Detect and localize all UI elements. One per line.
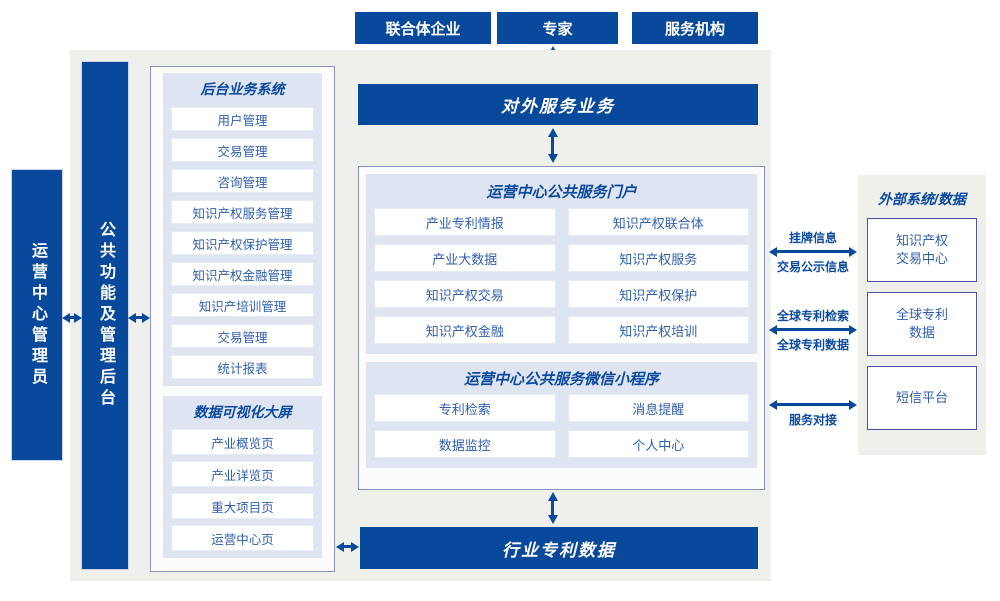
arrow-service-connection-icon — [769, 399, 857, 410]
global-patent-data-label: 全球专利数据 — [776, 338, 849, 352]
dataviz-item: 产业详览页 — [171, 461, 314, 487]
miniprogram-item: 专利检索 — [374, 394, 556, 422]
arrow-panel-patent-data-icon — [336, 541, 359, 552]
dataviz-item: 重大项目页 — [171, 493, 314, 519]
data-visualization-title: 数据可视化大屏 — [193, 404, 292, 420]
backend-item: 知识产权服务管理 — [171, 200, 314, 224]
miniprogram-title: 运营中心公共服务微信小程序 — [463, 371, 659, 388]
miniprogram-item: 数据监控 — [374, 430, 556, 458]
miniprogram-item: 消息提醒 — [567, 394, 749, 422]
global-patent-search-label: 全球专利检索 — [776, 309, 849, 323]
miniprogram-section: 运营中心公共服务微信小程序 专利检索 消息提醒 数据监控 个人中心 — [366, 362, 757, 468]
backend-item: 交易管理 — [171, 324, 314, 348]
service-connection-label: 服务对接 — [788, 413, 837, 427]
backend-item: 咨询管理 — [171, 169, 314, 193]
portal-item: 知识产权交易 — [374, 280, 556, 308]
backend-system-section: 后台业务系统 用户管理 交易管理 咨询管理 知识产权服务管理 知识产权保护管理 … — [163, 73, 322, 386]
arrow-portal-to-patent-data-icon — [547, 492, 558, 524]
portal-section: 运营中心公共服务门户 产业专利情报 知识产权联合体 产业大数据 知识产权服务 知… — [366, 174, 757, 354]
backend-item: 用户管理 — [171, 107, 314, 131]
node-service-agency: 服务机构 — [632, 12, 758, 44]
operations-admin-bar: 运营中心管理员 — [12, 170, 62, 460]
arrow-listing-info-icon — [769, 246, 857, 257]
miniprogram-items-grid: 专利检索 消息提醒 数据监控 个人中心 — [374, 394, 749, 458]
portal-item: 知识产权联合体 — [567, 208, 749, 236]
portal-item: 知识产权培训 — [567, 316, 749, 344]
dataviz-item: 产业概览页 — [171, 429, 314, 455]
backend-item: 统计报表 — [171, 355, 314, 379]
arrow-global-patent-icon — [769, 324, 857, 335]
portal-item: 产业专利情报 — [374, 208, 556, 236]
data-visualization-section: 数据可视化大屏 产业概览页 产业详览页 重大项目页 运营中心页 — [163, 396, 322, 558]
backend-item: 交易管理 — [171, 138, 314, 162]
portal-item: 知识产权金融 — [374, 316, 556, 344]
public-functions-backend-bar: 公共功能及管理后台 — [82, 62, 128, 569]
portal-item: 产业大数据 — [374, 244, 556, 272]
portal-item: 知识产权保护 — [567, 280, 749, 308]
backend-item: 知识产权金融管理 — [171, 262, 314, 286]
listing-info-label: 挂牌信息 — [788, 231, 837, 245]
external-service-bar: 对外服务业务 — [358, 84, 758, 125]
portal-items-grid: 产业专利情报 知识产权联合体 产业大数据 知识产权服务 知识产权交易 知识产权保… — [374, 208, 749, 344]
node-consortium-enterprise: 联合体企业 — [355, 12, 491, 44]
backend-item: 知识产权保护管理 — [171, 231, 314, 255]
public-functions-backend-label: 公共功能及管理后台 — [97, 221, 114, 410]
transaction-publicity-label: 交易公示信息 — [776, 260, 849, 274]
portal-title: 运营中心公共服务门户 — [486, 184, 637, 201]
backend-panel: 后台业务系统 用户管理 交易管理 咨询管理 知识产权服务管理 知识产权保护管理 … — [150, 66, 335, 572]
industry-patent-data-bar: 行业专利数据 — [360, 527, 758, 569]
miniprogram-item: 个人中心 — [567, 430, 749, 458]
external-system-box: 短信平台 — [867, 366, 977, 430]
external-system-box: 知识产权 交易中心 — [867, 218, 977, 282]
portal-item: 知识产权服务 — [567, 244, 749, 272]
arrow-service-to-portal-icon — [547, 128, 558, 163]
arrow-admin-backend-icon — [62, 312, 82, 323]
operations-admin-label: 运营中心管理员 — [29, 241, 46, 389]
arrow-backend-panel-icon — [128, 312, 150, 323]
external-systems-panel: 外部系统/数据 知识产权 交易中心 全球专利 数据 短信平台 — [858, 175, 986, 455]
backend-system-title: 后台业务系统 — [200, 81, 285, 97]
center-panel: 运营中心公共服务门户 产业专利情报 知识产权联合体 产业大数据 知识产权服务 知… — [358, 166, 765, 490]
external-systems-title: 外部系统/数据 — [878, 191, 966, 207]
external-system-box: 全球专利 数据 — [867, 292, 977, 356]
backend-item: 知识产培训管理 — [171, 293, 314, 317]
node-expert: 专家 — [497, 12, 618, 44]
dataviz-item: 运营中心页 — [171, 525, 314, 551]
